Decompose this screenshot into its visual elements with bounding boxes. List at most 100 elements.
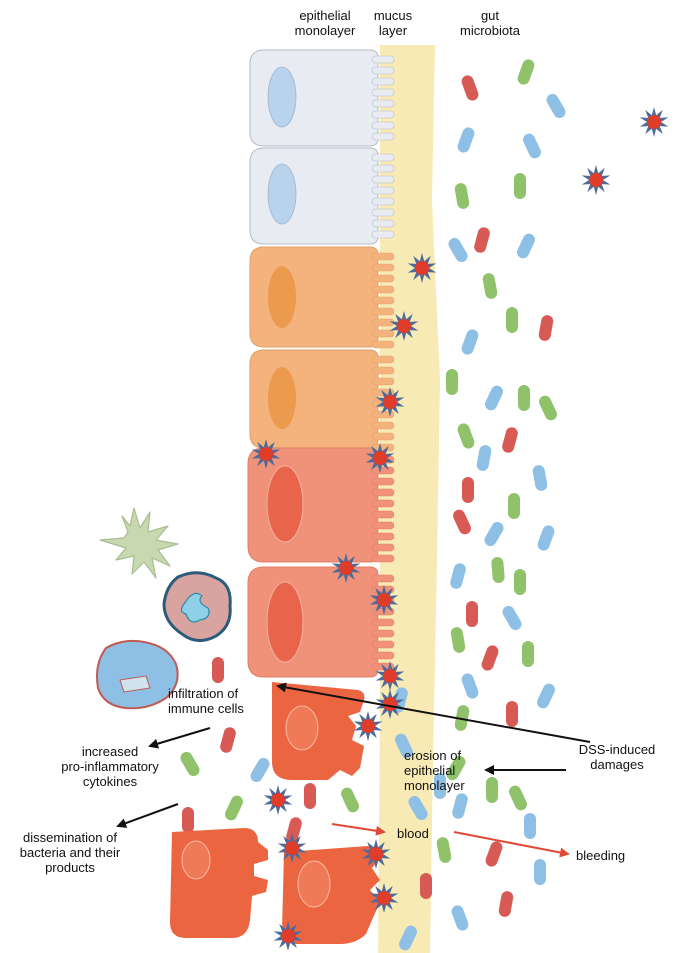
bacterium: [436, 836, 452, 864]
nucleus: [268, 67, 296, 127]
dss-particle: [354, 711, 383, 741]
bacterium: [507, 784, 529, 813]
dss-particle: [264, 785, 293, 815]
microvillus: [372, 575, 394, 582]
bacterium: [483, 384, 505, 413]
bacterium: [460, 328, 480, 357]
healthy-epithelial-cell: [250, 148, 378, 244]
inflamed-epithelial-cell: [248, 448, 378, 562]
nucleus: [268, 367, 296, 429]
bacterium: [532, 464, 548, 492]
label-dss-damages: DSS-induced damages: [564, 742, 670, 772]
bacterium: [460, 672, 480, 701]
bacterium: [450, 626, 466, 654]
bacterium: [451, 508, 473, 537]
microvillus: [372, 78, 394, 85]
bacterium: [446, 369, 458, 395]
bacterium: [486, 777, 498, 803]
label-gut-microbiota: gut microbiota: [442, 8, 538, 38]
bacterium: [182, 807, 194, 833]
bacterium: [248, 756, 271, 785]
bacterium: [178, 750, 201, 779]
bacterium: [420, 873, 432, 899]
microvillus: [372, 422, 394, 429]
microvillus: [372, 176, 394, 183]
nucleus: [286, 706, 318, 750]
nucleus: [268, 266, 296, 328]
microvillus: [372, 555, 394, 562]
microvillus: [372, 533, 394, 540]
microvillus: [372, 154, 394, 161]
bacterium: [482, 272, 498, 300]
bacterium: [339, 786, 361, 815]
bacterium: [304, 783, 316, 809]
bacterium: [506, 307, 518, 333]
bacterium: [501, 426, 519, 454]
label-infiltration: infiltration of immune cells: [168, 686, 244, 716]
label-bleeding: bleeding: [576, 848, 625, 863]
bacterium: [454, 182, 470, 210]
bacterium: [456, 126, 476, 155]
bacterium: [482, 520, 505, 549]
healthy-epithelial-cell: [250, 50, 378, 146]
bacterium: [223, 794, 245, 823]
bacterium: [480, 644, 500, 673]
microvillus: [372, 478, 394, 485]
microvillus: [372, 330, 394, 337]
label-mucus-layer: mucus layer: [366, 8, 420, 38]
microvillus: [372, 652, 394, 659]
bacterium: [446, 236, 469, 265]
bacterium: [451, 792, 469, 820]
nucleus: [182, 841, 210, 879]
neutrophil: [164, 573, 230, 641]
bacterium: [476, 444, 492, 472]
microvillus: [372, 133, 394, 140]
bacterium: [466, 601, 478, 627]
microvillus: [372, 56, 394, 63]
bacterium: [219, 726, 237, 754]
microvillus: [372, 198, 394, 205]
label-epithelial-monolayer: epithelial monolayer: [270, 8, 380, 38]
bacterium: [498, 890, 514, 918]
bacterium: [484, 840, 504, 869]
microvillus: [372, 89, 394, 96]
microvillus: [372, 111, 394, 118]
bacterium: [462, 477, 474, 503]
early-damaged-epithelial-cell: [250, 350, 378, 448]
microvillus: [372, 641, 394, 648]
microvillus: [372, 367, 394, 374]
label-cytokines: increased pro-inflammatory cytokines: [44, 744, 176, 789]
microvillus: [372, 297, 394, 304]
bacterium: [508, 493, 520, 519]
bacterium: [514, 173, 526, 199]
bacterium: [450, 904, 470, 933]
lymphocyte: [97, 641, 178, 708]
dss-particle: [640, 107, 669, 137]
microvillus: [372, 341, 394, 348]
macrophage: [100, 508, 178, 578]
bacterium: [537, 394, 559, 423]
bacterium: [449, 562, 467, 590]
arrow-bleeding: [454, 832, 568, 854]
microvillus: [372, 319, 394, 326]
label-erosion: erosion of epithelial monolayer: [404, 748, 465, 793]
eroded-epithelial-cell: [282, 846, 380, 944]
microvillus: [372, 356, 394, 363]
microvillus: [372, 253, 394, 260]
bacterium: [538, 314, 554, 342]
microvillus: [372, 630, 394, 637]
microvillus: [372, 165, 394, 172]
bacterium: [536, 524, 556, 553]
microvillus: [372, 286, 394, 293]
bacterium: [460, 74, 480, 103]
bacterium: [534, 859, 546, 885]
microvillus: [372, 544, 394, 551]
bacterium: [522, 641, 534, 667]
dss-particle: [582, 165, 611, 195]
microvillus: [372, 500, 394, 507]
bacterium: [491, 557, 505, 584]
microvillus: [372, 433, 394, 440]
bacterium: [521, 132, 543, 161]
nucleus: [298, 861, 330, 907]
arrow-blood: [332, 824, 384, 832]
